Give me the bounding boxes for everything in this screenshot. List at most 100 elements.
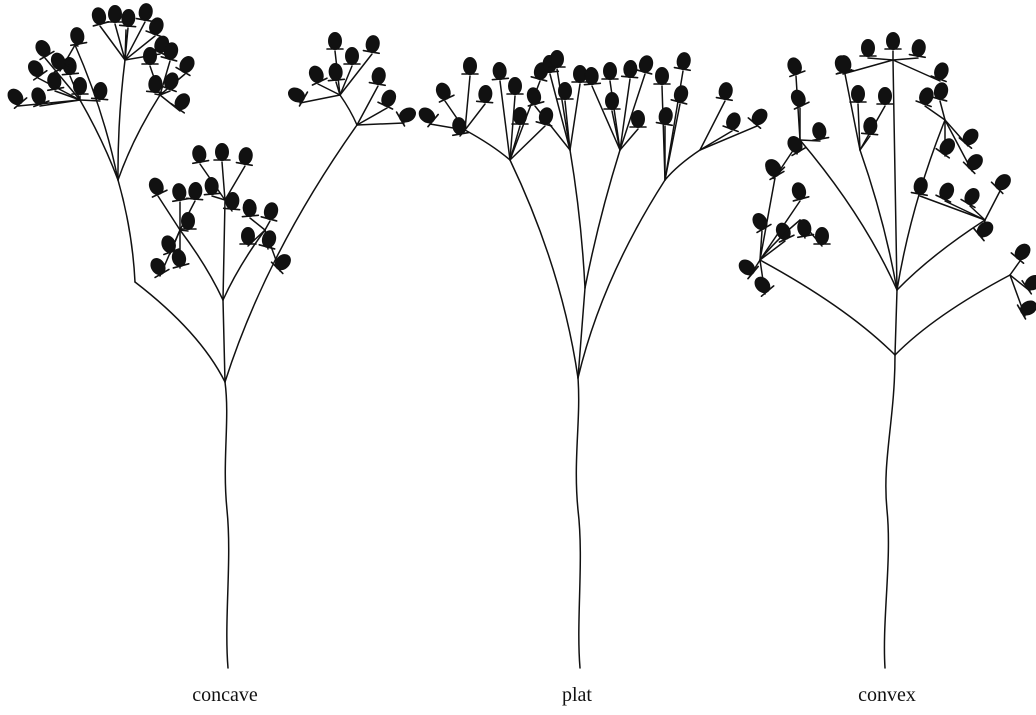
flower-bud bbox=[877, 88, 893, 105]
branch-line bbox=[893, 60, 940, 81]
flower-bud bbox=[671, 84, 691, 105]
branch-line bbox=[1010, 261, 1020, 275]
flower-bud bbox=[784, 56, 805, 77]
branch-line bbox=[223, 300, 225, 382]
flower-bud bbox=[120, 9, 137, 27]
flower-bud bbox=[145, 175, 167, 197]
flower-bud bbox=[477, 85, 494, 103]
flower-bud bbox=[911, 176, 930, 196]
branch-line bbox=[700, 126, 757, 150]
branch-line bbox=[945, 201, 985, 220]
flower-bud bbox=[784, 133, 806, 156]
flower-bud bbox=[190, 144, 209, 164]
branch-line bbox=[800, 140, 897, 290]
flower-bud bbox=[814, 228, 830, 245]
branch-line bbox=[760, 241, 785, 260]
branch-line bbox=[222, 162, 225, 200]
branch-line bbox=[860, 150, 897, 290]
flower-bud bbox=[224, 192, 241, 210]
branch-line bbox=[860, 136, 870, 150]
branch-line bbox=[868, 58, 893, 60]
branch-line bbox=[118, 95, 160, 180]
flower-bud bbox=[236, 146, 255, 166]
label-convex: convex bbox=[858, 684, 916, 707]
branch-line bbox=[118, 60, 125, 180]
flower-bud bbox=[787, 87, 809, 109]
flower-bud bbox=[170, 182, 189, 202]
flower-bud bbox=[674, 51, 693, 71]
flower-bud bbox=[860, 40, 876, 57]
flower-bud bbox=[261, 201, 281, 222]
branch-line bbox=[500, 81, 510, 160]
flower-bud bbox=[24, 57, 47, 80]
flower-bud bbox=[214, 144, 230, 161]
flower-bud bbox=[136, 2, 155, 22]
flower-bud bbox=[716, 81, 735, 101]
branch-line bbox=[223, 200, 225, 300]
branch-line bbox=[340, 95, 357, 125]
flower-bud bbox=[327, 63, 344, 81]
flower-bud bbox=[748, 105, 771, 128]
flower-bud bbox=[810, 121, 829, 141]
branch-line bbox=[465, 130, 510, 160]
flower-bud bbox=[241, 199, 258, 217]
plant-convex bbox=[735, 33, 1036, 669]
branch-line bbox=[155, 94, 160, 95]
flower-bud bbox=[369, 66, 388, 86]
flower-bud bbox=[147, 255, 169, 278]
flower-bud bbox=[602, 63, 618, 80]
flower-bud bbox=[240, 228, 256, 245]
flower-bud bbox=[415, 104, 438, 127]
flower-bud bbox=[344, 48, 360, 65]
label-concave: concave bbox=[192, 684, 258, 707]
flower-bud bbox=[931, 81, 951, 102]
branch-line bbox=[985, 191, 1000, 220]
branch-line bbox=[760, 260, 895, 355]
flower-bud bbox=[92, 82, 109, 100]
flower-bud bbox=[991, 171, 1014, 194]
flower-bud bbox=[789, 181, 809, 202]
branch-line bbox=[895, 275, 1010, 355]
flower-bud bbox=[604, 93, 620, 110]
main-stem bbox=[225, 382, 229, 668]
flower-bud bbox=[961, 185, 983, 208]
branch-line bbox=[357, 123, 404, 125]
flower-bud bbox=[171, 90, 194, 113]
branch-line bbox=[265, 221, 270, 230]
flower-bud bbox=[327, 33, 343, 50]
branch-line bbox=[465, 104, 485, 130]
flower-bud bbox=[176, 53, 198, 76]
flower-bud bbox=[936, 180, 958, 202]
flower-bud bbox=[654, 68, 670, 85]
label-plat: plat bbox=[562, 684, 592, 707]
flower-bud bbox=[909, 38, 928, 58]
branch-line bbox=[180, 230, 188, 231]
flower-bud bbox=[916, 86, 937, 107]
flower-bud bbox=[1011, 240, 1034, 263]
main-stem bbox=[884, 355, 895, 668]
flower-bud bbox=[536, 106, 556, 127]
flower-bud bbox=[636, 54, 656, 75]
main-stem bbox=[576, 378, 580, 668]
flower-bud bbox=[203, 177, 220, 195]
flower-bud bbox=[187, 182, 204, 200]
branch-line bbox=[135, 282, 225, 382]
branch-line bbox=[465, 76, 470, 130]
flower-bud bbox=[89, 6, 109, 27]
branch-line bbox=[100, 26, 125, 60]
branch-line bbox=[893, 60, 897, 290]
flower-bud bbox=[363, 34, 382, 54]
branch-line bbox=[75, 45, 118, 180]
flower-bud bbox=[491, 62, 508, 80]
flower-bud bbox=[885, 33, 901, 50]
flower-bud bbox=[32, 37, 54, 60]
branch-line bbox=[897, 120, 945, 290]
flower-bud bbox=[378, 87, 400, 109]
branch-line bbox=[510, 160, 578, 378]
branch-line bbox=[80, 100, 118, 180]
flower-bud bbox=[107, 6, 123, 23]
flower-bud bbox=[68, 26, 87, 46]
branch-line bbox=[250, 218, 265, 230]
branch-line bbox=[897, 220, 985, 290]
